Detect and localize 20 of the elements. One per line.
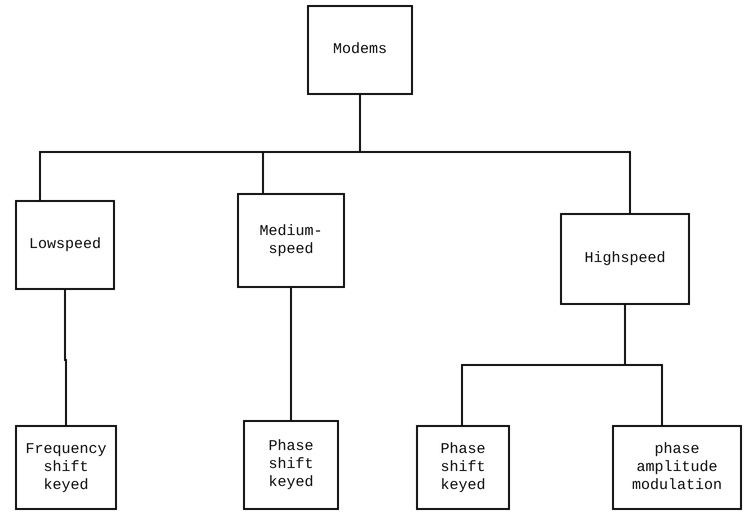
category-box [15,200,115,290]
node-label: Frequency shift keyed [24,440,108,494]
node-label: Phase shift keyed [267,438,314,492]
connector-line [359,95,631,213]
node-label: Lowspeed [28,236,101,254]
category-box [243,420,339,510]
node-label: Phase shift keyed [439,440,486,494]
category-box [307,5,413,95]
node-label: Medium-speed [258,222,324,258]
category-box [416,425,510,510]
node-label: Highspeed [584,250,666,268]
category-box [612,425,742,510]
connector-line [64,290,67,425]
node-label: phase amplitude modulation [630,440,723,494]
category-box [237,193,345,288]
connector-line [624,305,663,425]
category-box [15,425,117,510]
node-label: Modems [332,41,387,59]
category-box [560,213,690,305]
connector-line [290,288,292,420]
